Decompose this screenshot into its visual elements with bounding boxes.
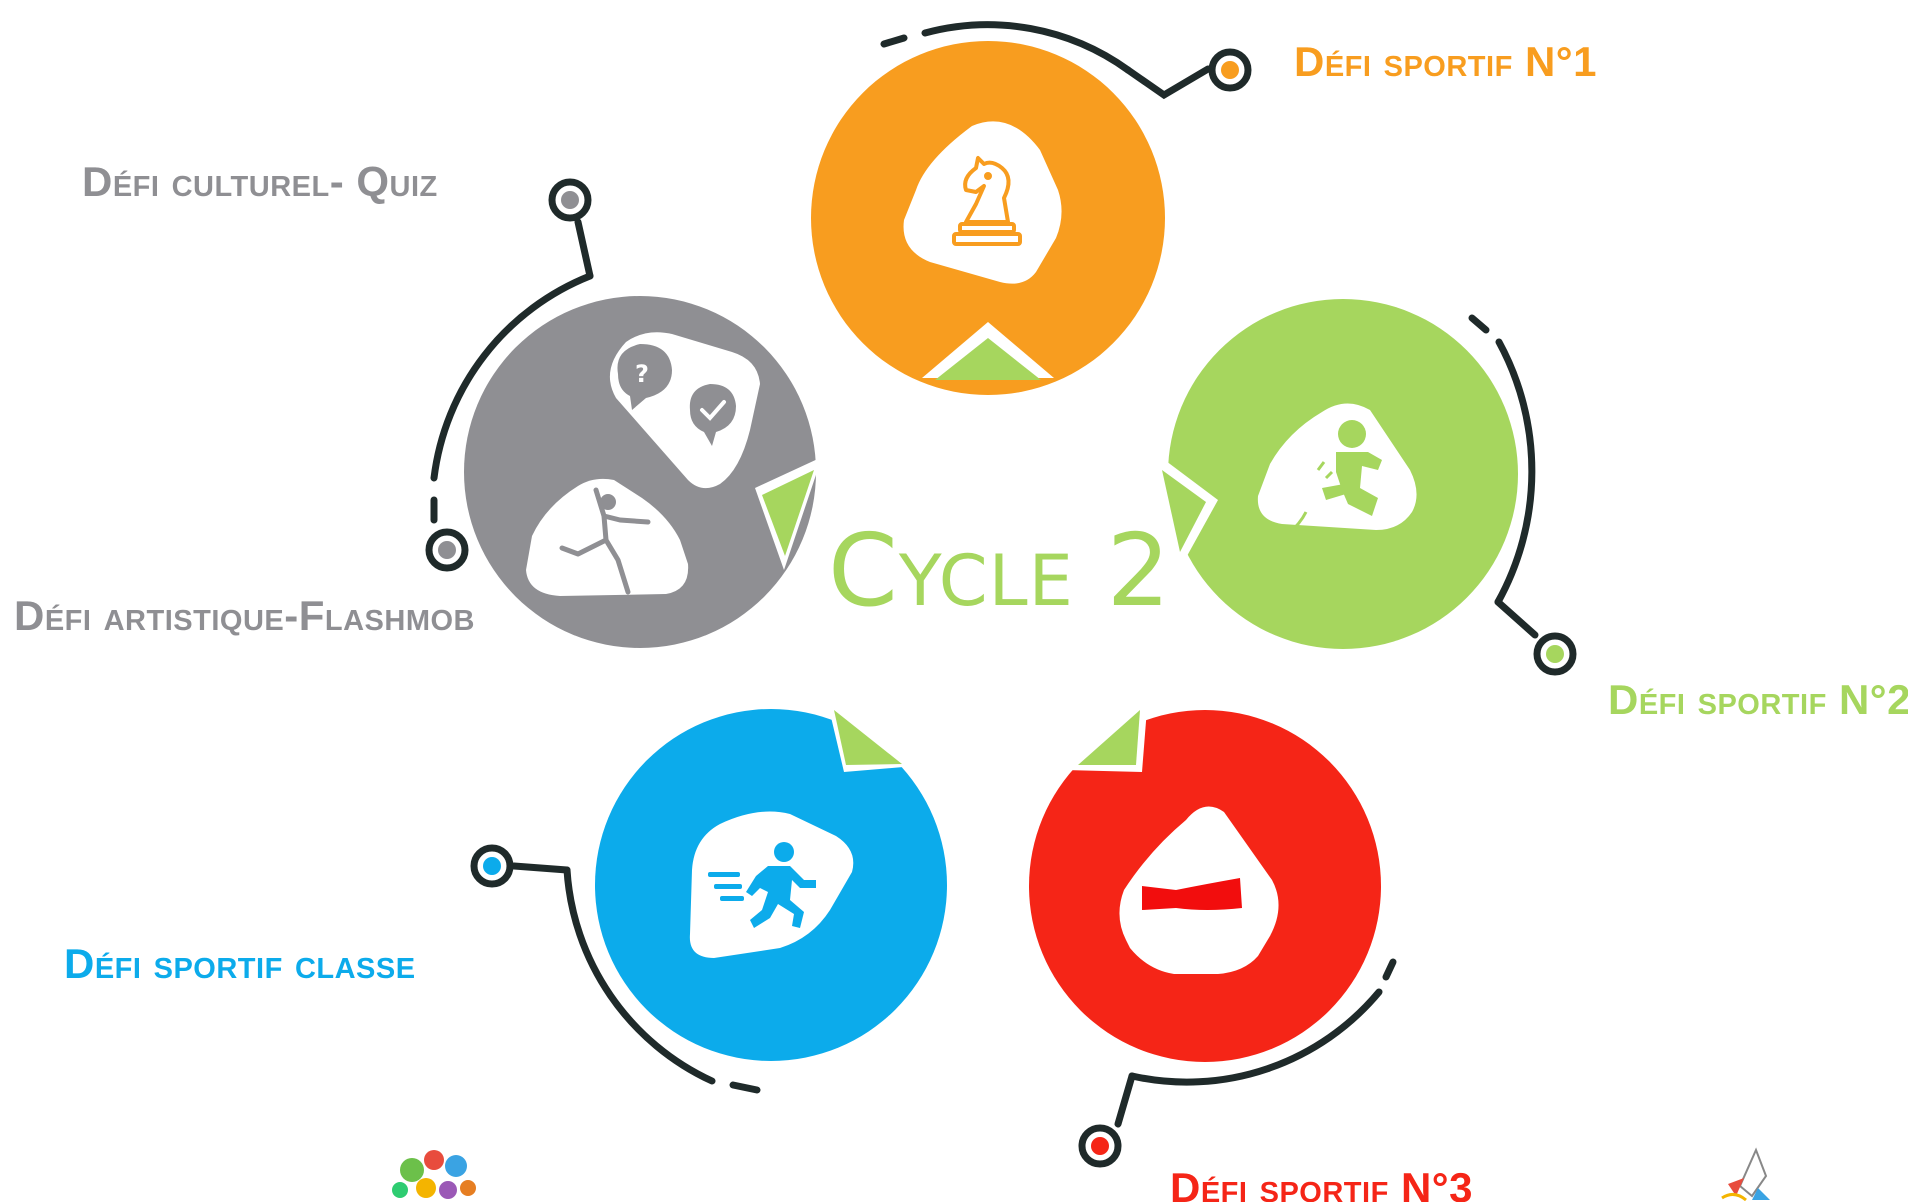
pin-dot-grey-bottom <box>438 541 456 559</box>
connector-line-grey <box>574 218 594 280</box>
cycle-title: Cycle 2 <box>828 512 1172 629</box>
connector-dash-orange <box>880 34 908 48</box>
pin-dot-green <box>1546 645 1564 663</box>
arrow-red-to-blue <box>1078 710 1140 765</box>
pin-dot-grey-top <box>561 191 579 209</box>
connector-dash-blue <box>729 1081 761 1094</box>
running-person-icon <box>689 811 854 958</box>
connector-dash-red <box>1382 958 1397 981</box>
rocket-logo <box>1721 1147 1770 1202</box>
connector-line-orange <box>1124 65 1212 100</box>
connector-line-blue <box>510 862 571 874</box>
flow-arrows <box>755 322 1218 772</box>
connector-line-green <box>1494 598 1539 639</box>
label-sportif-1: Défi sportif N°1 <box>1294 38 1597 85</box>
connector-arc-orange <box>921 21 1132 74</box>
label-sportif-2: Défi sportif N°2 <box>1608 676 1908 723</box>
dancer-icon <box>526 478 689 596</box>
connector-pins <box>425 48 1577 1168</box>
pin-dot-red <box>1091 1137 1109 1155</box>
svg-text:?: ? <box>635 360 649 388</box>
label-culturel-quiz: Défi culturel- Quiz <box>82 158 438 205</box>
connector-lines <box>430 21 1539 1128</box>
connector-line-red <box>1114 1072 1136 1128</box>
kids-running-logo <box>392 1150 476 1199</box>
arrow-orange-to-green <box>935 338 1041 380</box>
jumping-person-icon <box>1257 403 1417 536</box>
arrow-green-to-red <box>1162 470 1206 552</box>
chess-knight-icon <box>903 121 1062 284</box>
label-artistique-flashmob: Défi artistique-Flashmob <box>14 592 475 639</box>
red-ribbon-icon <box>1119 806 1279 974</box>
connector-arc-grey <box>430 272 594 482</box>
label-sportif-3: Défi sportif N°3 <box>1170 1164 1473 1202</box>
arrow-blue-to-grey <box>834 710 902 765</box>
speech-bubbles-quiz-icon: ? <box>609 332 760 489</box>
pin-dot-orange <box>1221 61 1239 79</box>
connector-arc-blue <box>563 866 716 1085</box>
arrow-grey-to-orange <box>762 470 814 556</box>
connector-arc-red <box>1128 988 1383 1086</box>
label-sportif-classe: Défi sportif classe <box>64 940 416 987</box>
connector-dash-green <box>1468 314 1490 334</box>
pin-dot-blue <box>483 857 501 875</box>
connector-arc-green <box>1494 338 1536 606</box>
